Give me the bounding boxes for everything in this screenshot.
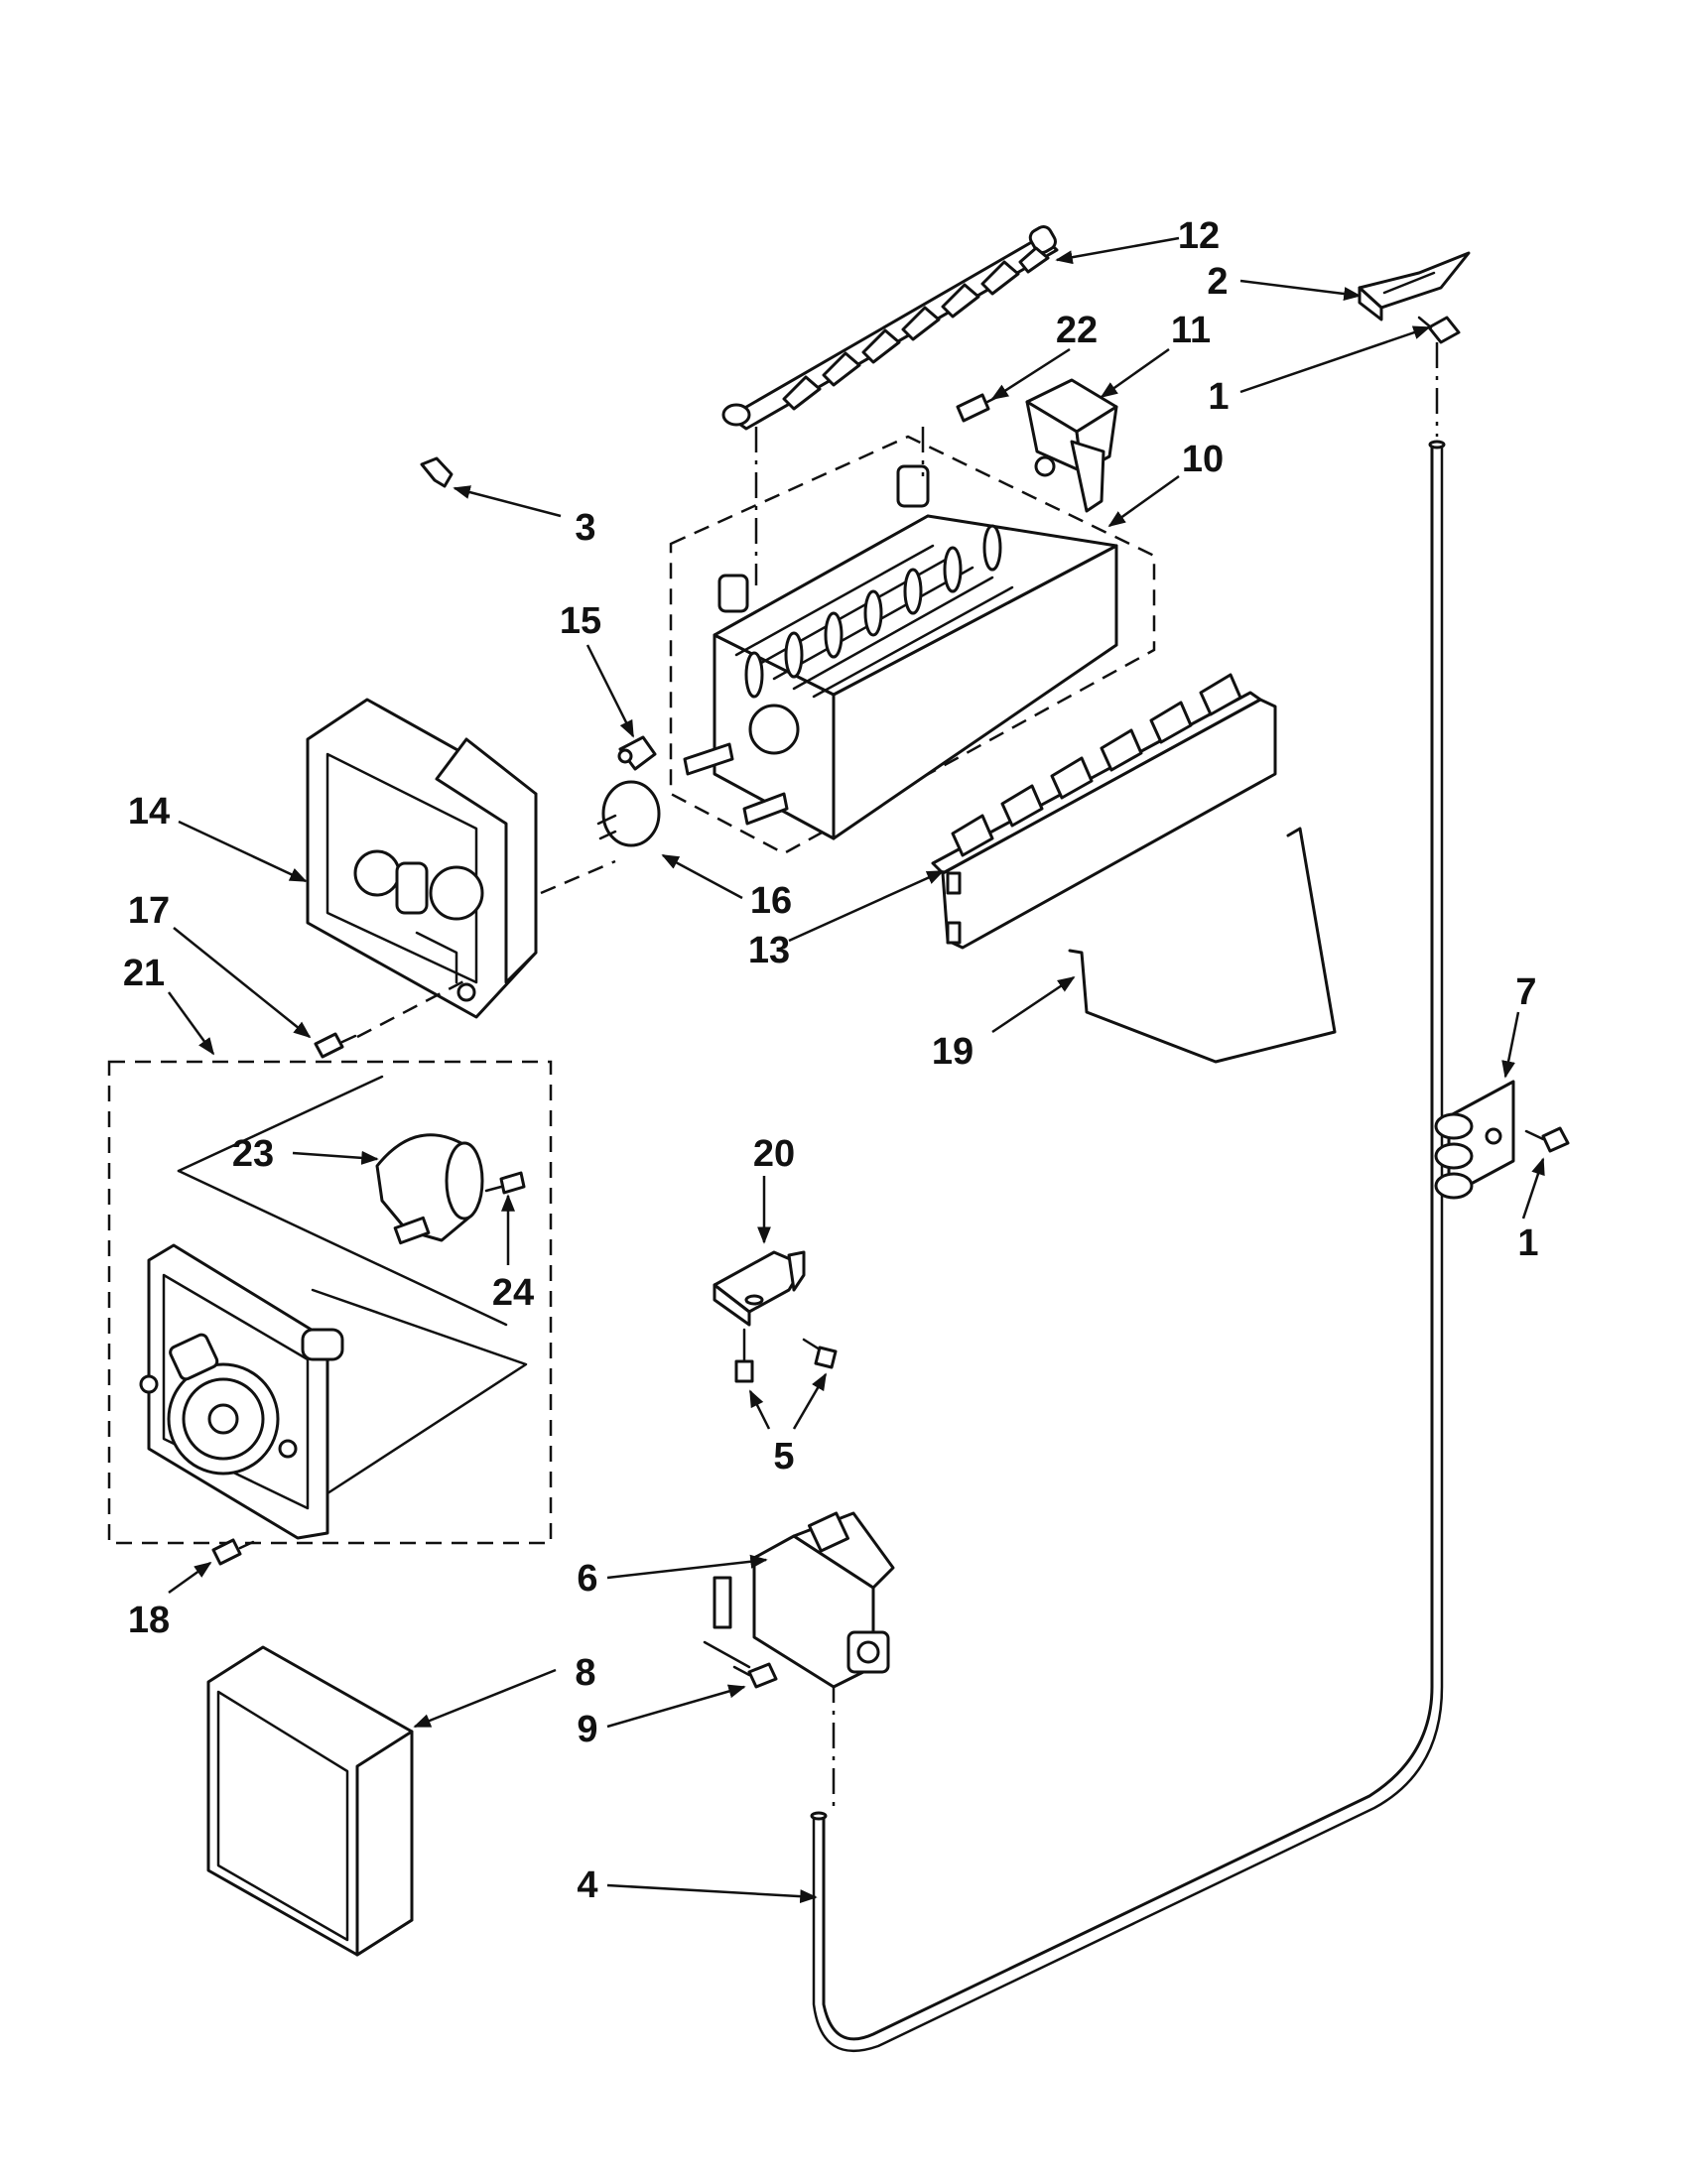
callout-labels: 12 2 22 11 1 10 3 15 14 16 13 17 21 19 7… bbox=[123, 215, 1539, 1906]
callout-12: 12 bbox=[1178, 215, 1220, 257]
leader-23 bbox=[292, 1150, 379, 1165]
leader-22 bbox=[990, 347, 1071, 401]
leader-21 bbox=[167, 991, 215, 1056]
callout-23: 23 bbox=[232, 1133, 274, 1175]
part-water-valve bbox=[713, 1511, 895, 1689]
group-module-assembly bbox=[107, 1060, 553, 1545]
callout-10: 10 bbox=[1182, 439, 1224, 480]
part-motor bbox=[375, 1133, 484, 1245]
part-fill-cup bbox=[1025, 378, 1118, 513]
part-stripper bbox=[931, 673, 1277, 950]
callout-1a: 1 bbox=[1208, 376, 1229, 418]
callout-21: 21 bbox=[123, 953, 165, 994]
callout-8: 8 bbox=[575, 1652, 595, 1694]
leader-lines bbox=[167, 236, 1545, 1904]
callout-1b: 1 bbox=[1517, 1222, 1538, 1264]
part-tube-clamp bbox=[1434, 1080, 1515, 1200]
part-motor-screw bbox=[484, 1171, 526, 1195]
callout-22: 22 bbox=[1056, 310, 1098, 351]
leader-3 bbox=[453, 485, 562, 518]
part-clip bbox=[420, 456, 454, 488]
part-module-screw bbox=[211, 1538, 255, 1566]
callout-2: 2 bbox=[1207, 261, 1228, 303]
callout-13: 13 bbox=[748, 930, 790, 971]
callout-11: 11 bbox=[1171, 310, 1211, 351]
leader-10 bbox=[1107, 474, 1180, 528]
leader-1b bbox=[1521, 1157, 1545, 1220]
leader-2 bbox=[1239, 279, 1362, 301]
callout-4: 4 bbox=[577, 1864, 597, 1906]
callout-20: 20 bbox=[753, 1133, 795, 1175]
part-ice-mold bbox=[669, 427, 1156, 855]
leader-8 bbox=[413, 1668, 557, 1729]
leader-15 bbox=[585, 644, 635, 738]
part-screw-top-right bbox=[1417, 316, 1461, 437]
callout-15: 15 bbox=[560, 600, 601, 642]
part-valve-screw bbox=[703, 1640, 778, 1689]
leader-11 bbox=[1100, 347, 1170, 399]
leader-13 bbox=[788, 869, 945, 943]
part-screw-clamp bbox=[1524, 1126, 1570, 1153]
leader-12 bbox=[1055, 236, 1180, 265]
part-mount-bracket bbox=[713, 1250, 806, 1327]
leader-5a bbox=[748, 1389, 771, 1430]
callout-5: 5 bbox=[773, 1436, 794, 1477]
leader-9 bbox=[606, 1684, 746, 1729]
callout-7: 7 bbox=[1515, 971, 1536, 1013]
part-bracket-top-right bbox=[1358, 251, 1471, 321]
leader-5b bbox=[792, 1372, 828, 1430]
leader-6 bbox=[606, 1554, 768, 1580]
callout-24: 24 bbox=[492, 1272, 534, 1314]
leader-16 bbox=[661, 853, 743, 900]
callout-9: 9 bbox=[577, 1709, 597, 1750]
part-shutoff-arm bbox=[1068, 827, 1337, 1064]
part-ejector bbox=[721, 225, 1059, 431]
part-front-cover bbox=[206, 1645, 414, 1957]
leader-14 bbox=[178, 820, 308, 883]
callout-14: 14 bbox=[128, 791, 170, 833]
leader-17 bbox=[173, 927, 312, 1039]
callout-19: 19 bbox=[932, 1031, 974, 1073]
callout-18: 18 bbox=[128, 1600, 170, 1641]
part-housing-screw bbox=[314, 975, 472, 1059]
leader-1a bbox=[1239, 325, 1431, 394]
callout-17: 17 bbox=[128, 890, 170, 932]
leader-4 bbox=[606, 1883, 818, 1904]
callout-6: 6 bbox=[577, 1558, 597, 1600]
part-cup-screw bbox=[956, 393, 999, 423]
part-screws-bracket bbox=[734, 1328, 838, 1383]
part-thermostat bbox=[596, 780, 661, 847]
callout-16: 16 bbox=[750, 880, 792, 922]
leader-19 bbox=[991, 975, 1076, 1034]
callout-3: 3 bbox=[575, 507, 595, 549]
part-control-housing bbox=[306, 698, 616, 1019]
leader-18 bbox=[168, 1561, 212, 1595]
part-small-clip bbox=[617, 735, 657, 771]
leader-7 bbox=[1501, 1011, 1520, 1079]
